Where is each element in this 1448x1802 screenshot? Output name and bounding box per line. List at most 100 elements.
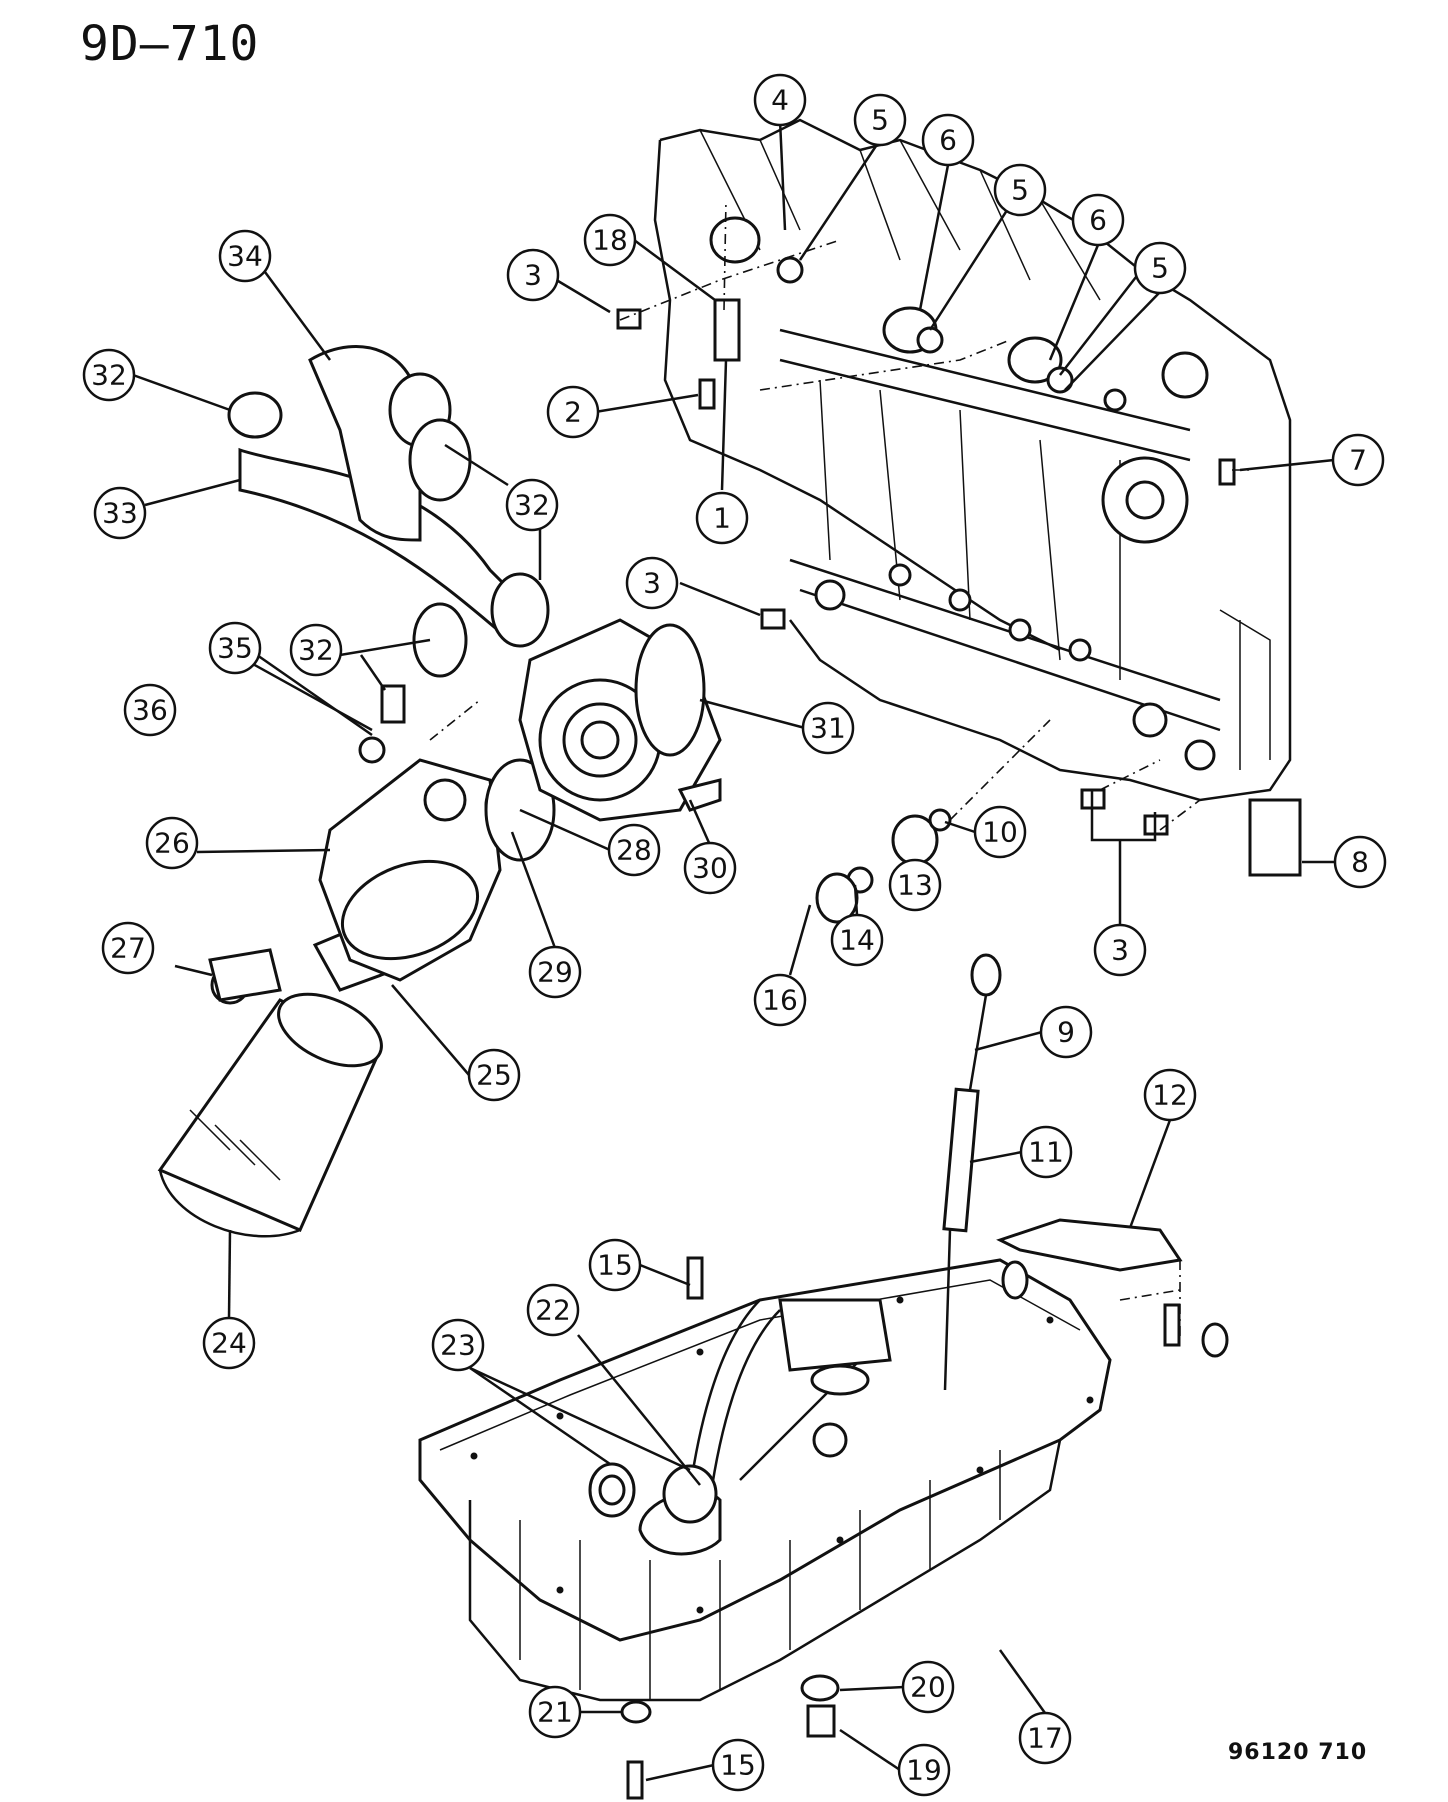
callout-28: 28 — [607, 823, 661, 877]
dipstick — [942, 953, 1002, 1391]
svg-text:12: 12 — [1152, 1079, 1188, 1112]
oil-cooler-housing — [318, 758, 556, 982]
oil-pan — [418, 1258, 1112, 1702]
callouts: 1 2 3 3 3 4 5 5 5 6 6 7 8 9 10 11 12 13 … — [82, 73, 1387, 1797]
svg-text:5: 5 — [871, 104, 889, 137]
svg-text:30: 30 — [692, 852, 728, 885]
svg-text:29: 29 — [537, 956, 573, 989]
callout-9: 9 — [1039, 1005, 1093, 1059]
leader-lines — [132, 119, 1336, 1782]
oil-filter — [157, 992, 383, 1238]
svg-text:7: 7 — [1349, 444, 1367, 477]
callout-33: 33 — [93, 486, 147, 540]
callout-24: 24 — [202, 1316, 256, 1370]
callout-11: 11 — [1019, 1125, 1073, 1179]
callout-35: 35 — [208, 621, 262, 675]
callout-30: 30 — [683, 841, 737, 895]
svg-text:35: 35 — [217, 632, 253, 665]
callout-15: 15 — [588, 1238, 642, 1292]
svg-text:5: 5 — [1011, 174, 1029, 207]
callout-3: 3 — [1093, 923, 1147, 977]
svg-text:26: 26 — [154, 827, 190, 860]
callout-21: 21 — [528, 1685, 582, 1739]
svg-text:13: 13 — [897, 869, 933, 902]
svg-text:6: 6 — [939, 124, 957, 157]
svg-text:16: 16 — [762, 984, 798, 1017]
callout-17: 17 — [1018, 1711, 1072, 1765]
svg-text:27: 27 — [110, 932, 146, 965]
callout-7: 7 — [1331, 433, 1385, 487]
callout-10: 10 — [973, 805, 1027, 859]
svg-text:8: 8 — [1351, 846, 1369, 879]
svg-text:4: 4 — [771, 84, 789, 117]
callout-12: 12 — [1143, 1068, 1197, 1122]
svg-text:23: 23 — [440, 1329, 476, 1362]
svg-text:21: 21 — [537, 1696, 573, 1729]
callout-18: 18 — [583, 213, 637, 267]
svg-text:22: 22 — [535, 1294, 571, 1327]
svg-text:32: 32 — [91, 359, 127, 392]
figure-code: 96120 710 — [1228, 1740, 1368, 1765]
callout-27: 27 — [101, 921, 155, 975]
callout-26: 26 — [145, 816, 199, 870]
callout-2: 2 — [546, 385, 600, 439]
callout-15: 15 — [711, 1738, 765, 1792]
callout-36: 36 — [123, 683, 177, 737]
callout-25: 25 — [467, 1048, 521, 1102]
callout-34: 34 — [218, 229, 272, 283]
callout-19: 19 — [897, 1743, 951, 1797]
callout-32: 32 — [82, 348, 136, 402]
svg-text:32: 32 — [514, 489, 550, 522]
svg-text:5: 5 — [1151, 252, 1169, 285]
small-parts — [358, 216, 1302, 1800]
coolant-hoses — [227, 345, 550, 678]
callout-31: 31 — [801, 701, 855, 755]
svg-text:15: 15 — [720, 1749, 756, 1782]
svg-text:19: 19 — [906, 1754, 942, 1787]
callout-16: 16 — [753, 973, 807, 1027]
svg-text:34: 34 — [227, 240, 263, 273]
page-code: 9D–710 — [80, 16, 260, 72]
svg-text:33: 33 — [102, 497, 138, 530]
callout-4: 4 — [753, 73, 807, 127]
svg-text:10: 10 — [982, 816, 1018, 849]
svg-text:17: 17 — [1027, 1722, 1063, 1755]
callout-5: 5 — [853, 93, 907, 147]
callout-14: 14 — [830, 913, 884, 967]
callout-32: 32 — [289, 623, 343, 677]
svg-text:3: 3 — [524, 259, 542, 292]
svg-text:25: 25 — [476, 1059, 512, 1092]
svg-text:2: 2 — [564, 396, 582, 429]
callout-5: 5 — [1133, 241, 1187, 295]
svg-text:36: 36 — [132, 694, 168, 727]
callout-3: 3 — [625, 556, 679, 610]
callout-8: 8 — [1333, 835, 1387, 889]
callout-1: 1 — [695, 491, 749, 545]
svg-text:11: 11 — [1028, 1136, 1064, 1169]
svg-text:14: 14 — [839, 924, 875, 957]
callout-6: 6 — [921, 113, 975, 167]
svg-text:31: 31 — [810, 712, 846, 745]
callout-13: 13 — [888, 858, 942, 912]
svg-text:28: 28 — [616, 834, 652, 867]
callout-29: 29 — [528, 945, 582, 999]
svg-text:1: 1 — [713, 502, 731, 535]
svg-text:15: 15 — [597, 1249, 633, 1282]
svg-text:9: 9 — [1057, 1016, 1075, 1049]
callout-22: 22 — [526, 1283, 580, 1337]
svg-text:24: 24 — [211, 1327, 247, 1360]
svg-text:6: 6 — [1089, 204, 1107, 237]
svg-text:18: 18 — [592, 224, 628, 257]
callout-3: 3 — [506, 248, 560, 302]
oil-cooler — [518, 618, 722, 822]
svg-text:32: 32 — [298, 634, 334, 667]
callout-23: 23 — [431, 1318, 485, 1372]
svg-text:20: 20 — [910, 1671, 946, 1704]
svg-text:3: 3 — [643, 567, 661, 600]
callout-5: 5 — [993, 163, 1047, 217]
callout-32: 32 — [505, 478, 559, 532]
callout-20: 20 — [901, 1660, 955, 1714]
callout-6: 6 — [1071, 193, 1125, 247]
